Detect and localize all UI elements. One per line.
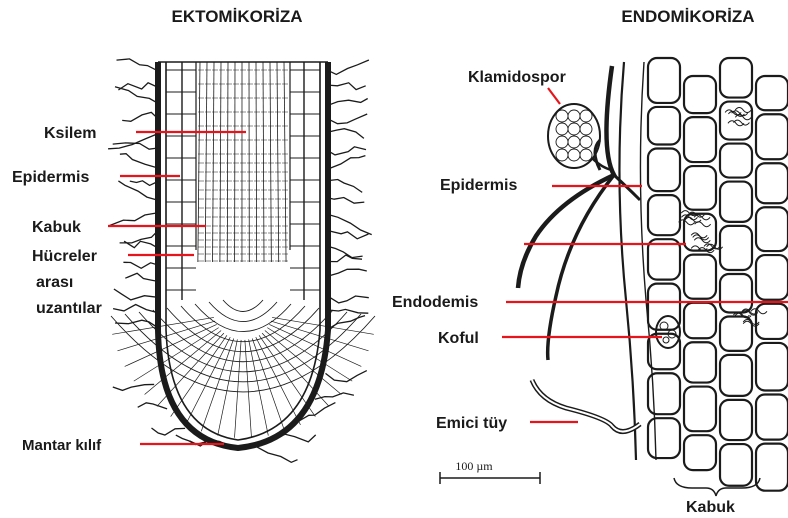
pointer-klamidospor: [548, 88, 560, 104]
label-endodemis: Endodemis: [392, 294, 478, 311]
label-hucreler-3: uzantılar: [36, 300, 102, 317]
label-kabuk-right: Kabuk: [686, 499, 735, 516]
label-koful: Koful: [438, 330, 479, 347]
ectomycorrhiza-root-illustration: [108, 59, 375, 462]
label-hucreler-2: arası: [36, 274, 73, 291]
chlamydospore-cells: [556, 110, 592, 161]
label-emici-tuy: Emici tüy: [436, 415, 507, 432]
endomycorrhiza-illustration: [518, 58, 788, 496]
endomycorrhiza-cortex-cells: [648, 58, 788, 491]
scale-bar-label: 100 µm: [455, 459, 493, 473]
label-klamidospor: Klamidospor: [468, 69, 566, 86]
title-ektomikoriza: EKTOMİKORİZA: [172, 7, 303, 26]
ectomycorrhiza-cell-grid: [111, 62, 375, 438]
label-epidermis-left: Epidermis: [12, 169, 89, 186]
label-ksilem: Ksilem: [44, 125, 96, 142]
label-epidermis-right: Epidermis: [440, 177, 517, 194]
arbuscule-structures: [679, 108, 767, 327]
scale-bar: 100 µm: [440, 459, 540, 484]
ectomycorrhiza-hyphae: [108, 59, 372, 462]
label-mantar-kilif: Mantar kılıf: [22, 437, 102, 454]
label-hucreler-1: Hücreler: [32, 248, 97, 265]
title-endomikoriza: ENDOMİKORİZA: [621, 7, 754, 26]
label-kabuk-left: Kabuk: [32, 219, 81, 236]
